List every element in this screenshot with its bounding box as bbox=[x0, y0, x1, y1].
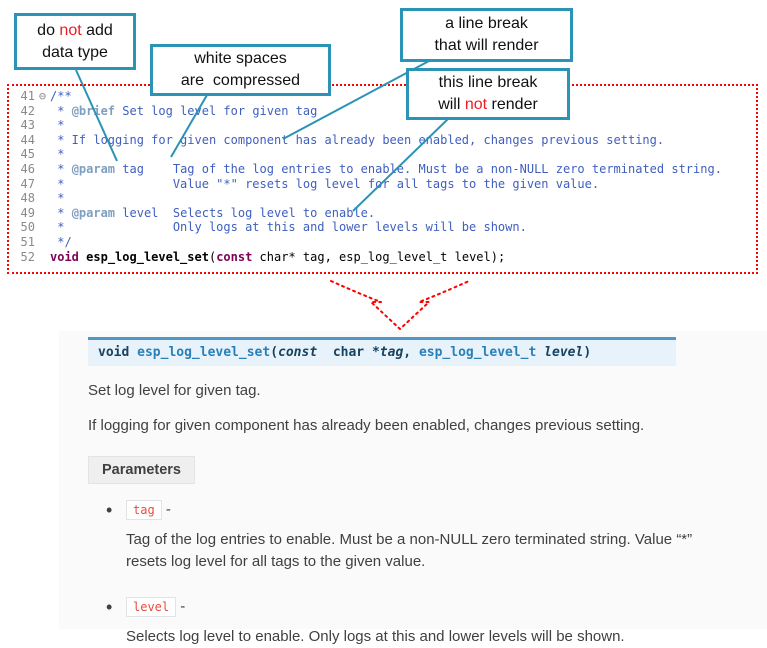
code-text: */ bbox=[50, 234, 72, 249]
code-text: level Selects log level to enable. bbox=[115, 205, 376, 220]
code-text: @param bbox=[71, 205, 116, 220]
code-text: * bbox=[50, 103, 72, 118]
code-line: 46 * @param tag Tag of the log entries t… bbox=[11, 162, 754, 177]
code-text: * bbox=[50, 147, 65, 162]
code-text: * bbox=[50, 205, 72, 220]
brief-description: Set log level for given tag. bbox=[88, 382, 261, 399]
code-text: char* tag, esp_log_level_t level); bbox=[252, 249, 506, 264]
signature-segment: tag bbox=[379, 345, 404, 360]
callout-line: do not add bbox=[37, 21, 113, 39]
signature-segment: ( bbox=[270, 345, 279, 360]
code-text: @brief bbox=[71, 103, 116, 118]
code-line: 50 * Only logs at this and lower levels … bbox=[11, 220, 754, 235]
code-line: 48 * bbox=[11, 191, 754, 206]
code-text: void bbox=[50, 249, 79, 264]
callout-line-break-renders: a line break that will render bbox=[400, 8, 573, 62]
callout-line-break-no-render: this line break will not render bbox=[406, 68, 570, 120]
line-number: 44 bbox=[20, 132, 35, 147]
callout-line: data type bbox=[42, 43, 108, 61]
callout-line: a line break bbox=[445, 15, 528, 32]
function-signature: void esp_log_level_set(const char *tag, … bbox=[88, 337, 676, 366]
callout-line: are compressed bbox=[180, 72, 301, 89]
code-text: ( bbox=[208, 249, 217, 264]
parameter-item: tag - Tag of the log entries to enable. M… bbox=[106, 500, 727, 573]
code-editor-snippet: 41⊖/**42 * @brief Set log level for give… bbox=[7, 84, 758, 274]
parameter-description: Selects log level to enable. Only logs a… bbox=[126, 628, 625, 645]
code-line: 41⊖/** bbox=[11, 89, 754, 104]
line-number: 43 bbox=[20, 118, 35, 133]
code-text: Set log level for given tag bbox=[115, 103, 318, 118]
code-text: @param bbox=[71, 161, 116, 176]
signature-segment: void bbox=[98, 345, 138, 360]
code-line: 51 */ bbox=[11, 235, 754, 250]
code-lines: 41⊖/**42 * @brief Set log level for give… bbox=[11, 89, 754, 264]
parameter-item: level - Selects log level to enable. Only… bbox=[106, 597, 727, 648]
code-text: tag Tag of the log entries to enable. Mu… bbox=[115, 161, 722, 176]
callout-line: this line break bbox=[438, 74, 538, 91]
code-text: /** bbox=[50, 89, 72, 103]
callout-do-not-add-data-type: do not add data type bbox=[14, 13, 136, 70]
code-text: esp_log_level_set bbox=[86, 249, 209, 264]
code-line: 52 void esp_log_level_set(const char* tag… bbox=[11, 250, 754, 265]
code-text: * bbox=[50, 118, 65, 133]
code-text: const bbox=[216, 249, 253, 264]
signature-segment: , bbox=[403, 345, 419, 360]
code-line: 45 * bbox=[11, 147, 754, 162]
transform-arrow-icon bbox=[330, 280, 470, 330]
signature-segment: esp_log_level_t bbox=[418, 345, 545, 360]
fold-marker-icon: ⊖ bbox=[38, 89, 47, 103]
parameter-name: level bbox=[126, 597, 177, 617]
signature-segment: level bbox=[544, 345, 584, 360]
rendered-docs-panel: void esp_log_level_set(const char *tag, … bbox=[59, 331, 767, 645]
code-line: 49 * @param level Selects log level to e… bbox=[11, 206, 754, 221]
code-text: * If logging for given component has alr… bbox=[50, 132, 665, 147]
parameters-heading: Parameters bbox=[88, 456, 195, 484]
line-number: 52 bbox=[20, 249, 35, 264]
line-number: 48 bbox=[20, 191, 35, 206]
parameter-head: level - bbox=[126, 597, 727, 617]
signature-segment: esp_log_level_set bbox=[137, 345, 271, 360]
parameter-description: Tag of the log entries to enable. Must b… bbox=[126, 531, 693, 570]
parameter-head: tag - bbox=[126, 500, 727, 520]
callout-line: white spaces bbox=[194, 50, 287, 67]
line-number: 41 bbox=[20, 89, 35, 103]
code-text: * bbox=[50, 161, 72, 176]
signature-segment: ) bbox=[583, 345, 592, 360]
line-number: 42 bbox=[20, 103, 35, 118]
callout-line: will not render bbox=[438, 96, 538, 113]
code-text: * Value "*" resets log level for all tag… bbox=[50, 176, 600, 191]
line-number: 50 bbox=[20, 220, 35, 235]
code-line: 43 * bbox=[11, 118, 754, 133]
callout-line: that will render bbox=[434, 37, 539, 54]
emphasis-not: not bbox=[464, 96, 488, 113]
line-number: 46 bbox=[20, 161, 35, 176]
line-number: 47 bbox=[20, 176, 35, 191]
code-text: * bbox=[50, 191, 65, 206]
code-line: 44 * If logging for given component has … bbox=[11, 133, 754, 148]
line-number: 51 bbox=[20, 234, 35, 249]
line-number: 49 bbox=[20, 205, 35, 220]
code-text: * Only logs at this and lower levels wil… bbox=[50, 220, 527, 235]
code-line: 42 * @brief Set log level for given tag bbox=[11, 104, 754, 119]
emphasis-not: not bbox=[59, 21, 82, 39]
line-number: 45 bbox=[20, 147, 35, 162]
detail-description: If logging for given component has alrea… bbox=[88, 417, 645, 434]
signature-segment: char * bbox=[317, 345, 380, 360]
signature-segment: const bbox=[278, 345, 318, 360]
code-line: 47 * Value "*" resets log level for all … bbox=[11, 177, 754, 192]
parameter-separator: - bbox=[161, 501, 171, 518]
parameter-separator: - bbox=[176, 598, 186, 615]
param-list: tag - Tag of the log entries to enable. M… bbox=[88, 500, 727, 648]
callout-whitespace-compressed: white spaces are compressed bbox=[150, 44, 331, 96]
parameter-name: tag bbox=[126, 500, 162, 520]
